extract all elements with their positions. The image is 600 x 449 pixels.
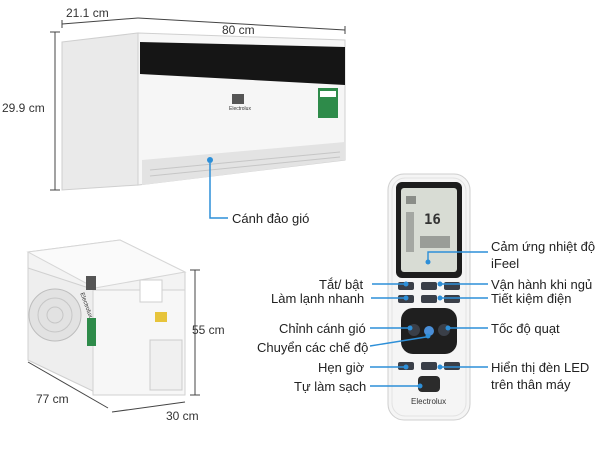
fan-grille bbox=[28, 288, 82, 342]
indoor-front-stripe bbox=[140, 42, 345, 85]
label-led-line1: Hiển thị đèn LED bbox=[491, 360, 590, 375]
swing-callout-dot bbox=[207, 157, 213, 163]
swing-callout-label: Cánh đảo gió bbox=[232, 211, 310, 226]
indoor-depth-label: 21.1 cm bbox=[66, 6, 109, 20]
label-mode: Chuyển các chế độ bbox=[257, 340, 369, 355]
indoor-unit bbox=[61, 32, 346, 191]
outdoor-logo-icon bbox=[86, 276, 96, 290]
label-swing: Chỉnh cánh gió bbox=[279, 321, 366, 336]
outdoor-height-label: 55 cm bbox=[192, 323, 225, 337]
indoor-height-label: 29.9 cm bbox=[2, 101, 45, 115]
lcd-value: 16 bbox=[424, 212, 441, 228]
outdoor-unit bbox=[26, 239, 187, 396]
label-fan-speed: Tốc độ quạt bbox=[491, 321, 560, 336]
label-power: Tắt/ bật bbox=[319, 277, 364, 292]
remote-callout-lines bbox=[369, 251, 488, 387]
remote-brand: Electrolux bbox=[411, 397, 447, 406]
label-self-clean: Tự làm sạch bbox=[294, 379, 367, 394]
label-eco: Tiết kiệm điện bbox=[491, 291, 572, 306]
outdoor-dimension-lines bbox=[27, 269, 200, 413]
label-sleep: Vận hành khi ngủ bbox=[491, 277, 593, 292]
remote-control bbox=[387, 173, 471, 421]
label-ifeel-line2: iFeel bbox=[491, 256, 520, 271]
label-timer: Hẹn giờ bbox=[318, 360, 365, 375]
remote-buttons bbox=[398, 282, 460, 370]
indoor-dimension-lines bbox=[50, 17, 346, 191]
indoor-brand: Electrolux bbox=[229, 106, 251, 112]
outdoor-width-label: 77 cm bbox=[36, 392, 69, 406]
indoor-width-label: 80 cm bbox=[222, 23, 255, 37]
label-led-line2: trên thân máy bbox=[491, 377, 571, 392]
indoor-logo-icon bbox=[232, 94, 244, 104]
lcd-screen bbox=[401, 188, 457, 272]
self-clean-button bbox=[418, 376, 440, 392]
outdoor-depth-label: 30 cm bbox=[166, 409, 199, 423]
label-turbo: Làm lạnh nhanh bbox=[271, 291, 365, 306]
swing-callout-line bbox=[209, 163, 228, 219]
remote-callout-dots bbox=[403, 259, 451, 389]
label-ifeel-line1: Cảm ứng nhiệt độ bbox=[491, 239, 596, 254]
